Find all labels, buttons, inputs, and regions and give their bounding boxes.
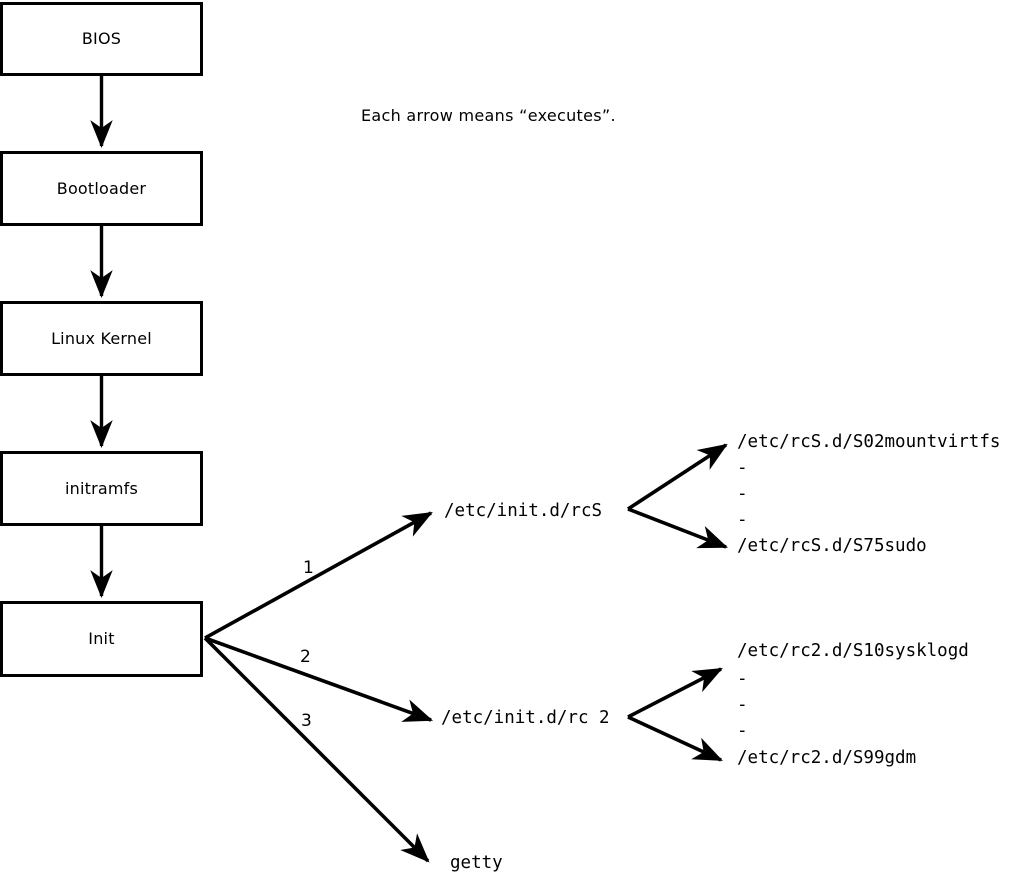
rc2-ellipsis-dash-1: - <box>737 669 748 689</box>
diagram-caption: Each arrow means “executes”. <box>361 106 616 125</box>
node-linux-kernel: Linux Kernel <box>0 301 203 376</box>
node-bootloader-label: Bootloader <box>56 178 147 198</box>
script-rc2-last: /etc/rc2.d/S99gdm <box>737 748 917 768</box>
script-rc2-first: /etc/rc2.d/S10sysklogd <box>737 641 969 661</box>
init-fanout-arrows <box>203 511 434 863</box>
rc2-ellipsis-dash-3: - <box>737 721 748 741</box>
rc2-ellipsis-dash-2: - <box>737 695 748 715</box>
rcs-branch-arrows <box>627 443 729 549</box>
branch-number-2: 2 <box>300 647 311 667</box>
node-initramfs-label: initramfs <box>64 478 139 498</box>
node-bios-label: BIOS <box>81 29 122 48</box>
node-initramfs: initramfs <box>0 451 203 526</box>
branch-number-3: 3 <box>301 711 312 731</box>
branch-number-1: 1 <box>303 558 314 578</box>
rcs-ellipsis-dash-2: - <box>737 484 748 504</box>
target-init-d-rcs: /etc/init.d/rcS <box>444 501 603 521</box>
node-bootloader: Bootloader <box>0 151 203 226</box>
node-bios: BIOS <box>0 2 203 76</box>
rc2-branch-arrows <box>627 667 723 762</box>
rcs-ellipsis-dash-3: - <box>737 510 748 530</box>
rcs-ellipsis-dash-1: - <box>737 458 748 478</box>
node-init-label: Init <box>88 629 115 648</box>
node-init: Init <box>0 601 203 677</box>
node-linux-kernel-label: Linux Kernel <box>51 328 152 348</box>
script-rcs-first: /etc/rcS.d/S02mountvirtfs <box>737 432 1001 452</box>
script-rcs-last: /etc/rcS.d/S75sudo <box>737 536 927 556</box>
target-getty: getty <box>450 853 503 873</box>
target-init-d-rc2: /etc/init.d/rc 2 <box>441 708 610 728</box>
